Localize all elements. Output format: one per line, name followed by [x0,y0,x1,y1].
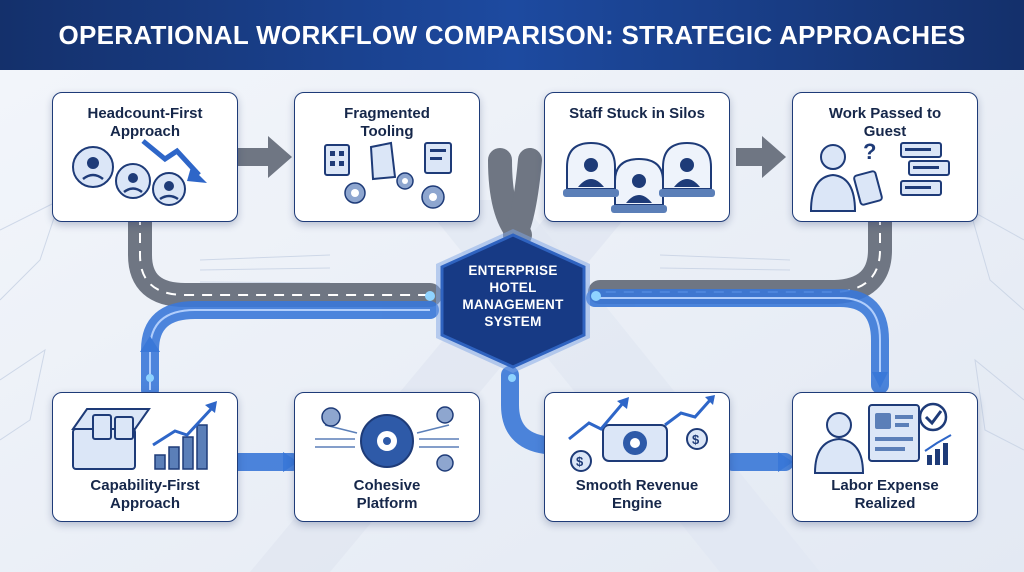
card-label: Headcount-First Approach [87,105,203,140]
card-label: Staff Stuck in Silos [569,105,705,122]
card-work-passed-guest: Work Passed to Guest ? [792,92,978,222]
card-label: Fragmented Tooling [344,105,430,140]
central-hub-label: ENTERPRISE HOTEL MANAGEMENT SYSTEM [462,263,564,329]
svg-text:?: ? [863,139,876,164]
toolbox-growth-icon [71,401,217,470]
card-capability-first: Capability-First Approach [52,392,238,522]
connected-gears-icon [315,406,459,472]
broken-tools-icon [324,141,452,209]
people-decline-icon [72,139,207,206]
staff-dashboard-icon [813,402,952,474]
page-title: OPERATIONAL WORKFLOW COMPARISON: STRATEG… [58,20,966,50]
card-cohesive-platform: Cohesive Platform [294,392,480,522]
silo-domes-icon [563,141,715,213]
header-bar: OPERATIONAL WORKFLOW COMPARISON: STRATEG… [0,0,1024,70]
svg-text:$: $ [576,454,584,469]
svg-text:$: $ [692,432,700,447]
card-fragmented-tooling: Fragmented Tooling [294,92,480,222]
card-label: Smooth Revenue Engine [575,477,699,512]
revenue-engine-icon: $ $ [568,395,715,472]
confused-guest-icon: ? [809,139,950,212]
card-staff-silos: Staff Stuck in Silos [544,92,730,222]
card-label: Work Passed to Guest [828,105,942,140]
card-smooth-revenue: Smooth Revenue Engine $ $ [544,392,730,522]
central-hub-hexagon [436,229,590,373]
card-headcount-first: Headcount-First Approach [52,92,238,222]
card-label: Capability-First Approach [90,477,200,512]
card-labor-expense: Labor Expense Realized [792,392,978,522]
card-label: Cohesive Platform [353,477,421,512]
card-label: Labor Expense Realized [831,477,939,512]
